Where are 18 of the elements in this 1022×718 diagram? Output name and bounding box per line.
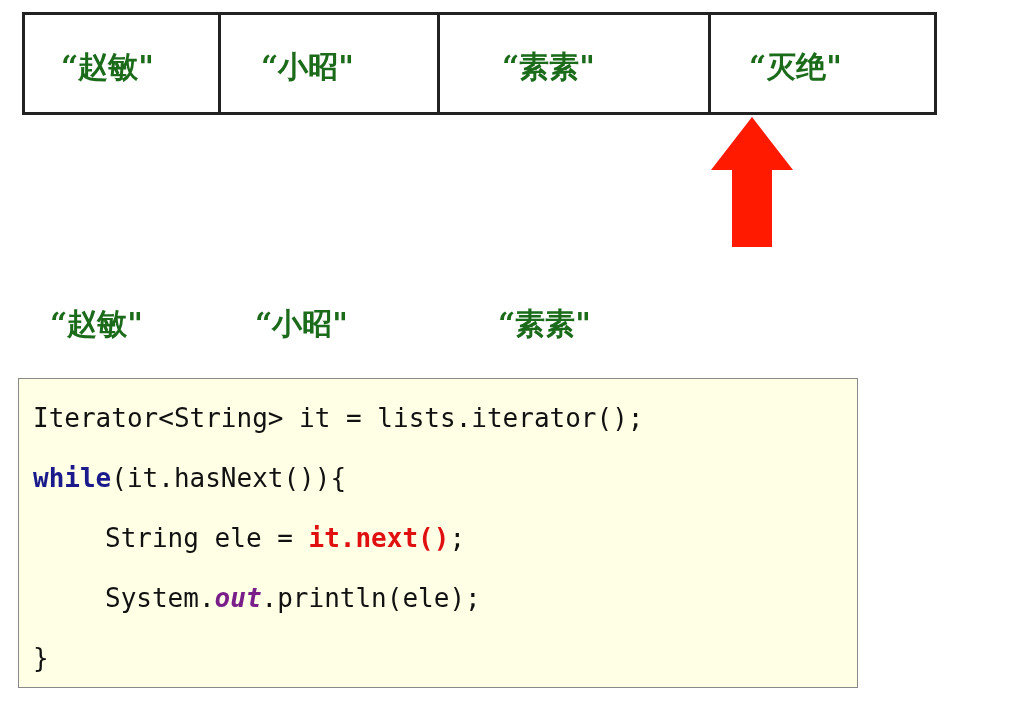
string-value: “素素" (502, 48, 595, 86)
code-block (18, 378, 858, 688)
string-value: “灭绝" (749, 48, 842, 86)
string-value: “小昭" (261, 48, 354, 86)
array-cell (437, 12, 708, 115)
code-line: while(it.hasNext()){ (33, 463, 347, 493)
string-value: “素素" (498, 305, 591, 343)
code-line: Iterator<String> it = lists.iterator(); (33, 403, 644, 433)
code-line: String ele = it.next(); (105, 523, 466, 553)
code-line: System.out.println(ele); (105, 583, 481, 613)
array-cell (218, 12, 437, 115)
string-value: “赵敏" (50, 305, 143, 343)
code-line: } (33, 643, 49, 673)
string-value: “小昭" (255, 305, 348, 343)
block-arrow (711, 117, 793, 247)
array-cell (708, 12, 937, 115)
string-value: “赵敏" (61, 48, 154, 86)
array-cell (22, 12, 218, 115)
